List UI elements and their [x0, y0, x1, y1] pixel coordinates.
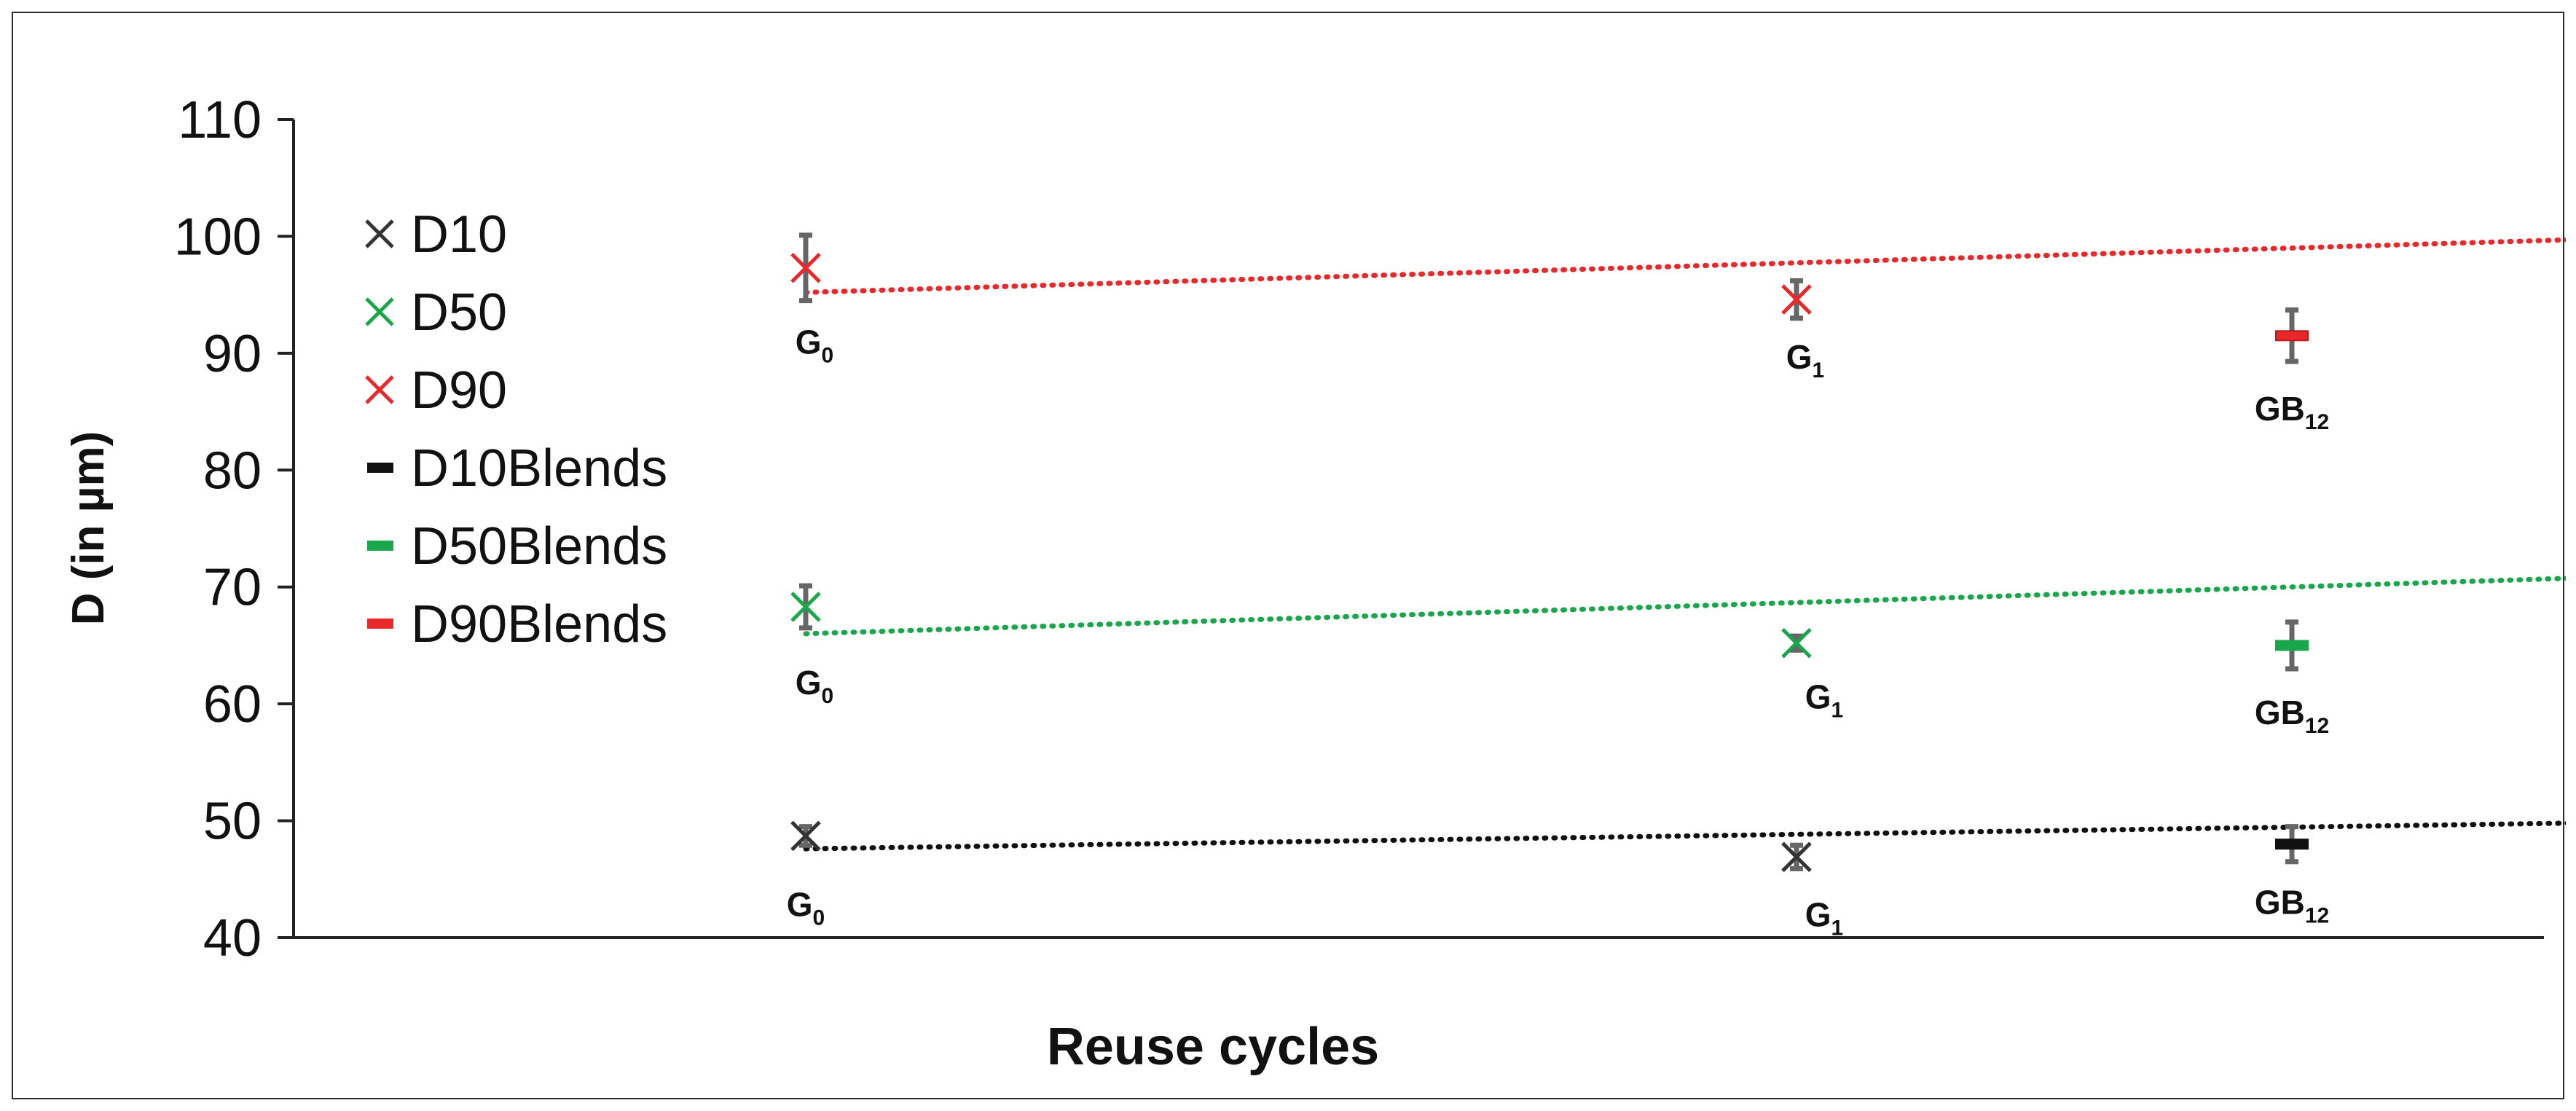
legend-marker-x-icon: [365, 375, 394, 404]
point-d90blends-gb12: [2275, 330, 2309, 342]
trendline-d50: [803, 576, 2566, 637]
legend-label: D50: [411, 283, 507, 342]
y-tick-label: 70: [203, 559, 262, 617]
point-d10-g0: [790, 820, 821, 852]
legend-item-d50: D50: [365, 283, 507, 342]
point-label-g1: G1: [1805, 678, 1843, 723]
scatter-chart: 40 50 60 70 80 90 100 110 D (in µm) Reuse cycle…: [63, 91, 2566, 1076]
x-axis-title: Reuse cycles: [1047, 1018, 1379, 1076]
legend-item-d10: D10: [365, 205, 507, 264]
y-axis-title: D (in µm): [63, 431, 114, 625]
point-label-g1: G1: [1805, 895, 1843, 940]
point-d10-g1: [1781, 841, 1812, 873]
point-label-gb12: GB12: [2255, 694, 2329, 738]
legend-marker-dash-icon: [367, 619, 393, 629]
y-tick-label: 90: [203, 325, 262, 383]
legend-label: D90Blends: [411, 595, 667, 653]
legend-item-d10blends: D10Blends: [367, 439, 667, 498]
trendlines: [803, 237, 2566, 852]
point-d90-g1: [1781, 284, 1812, 315]
y-tick-label: 50: [203, 793, 262, 851]
data-points: [790, 252, 2309, 873]
point-label-g0: G0: [787, 885, 825, 930]
legend-item-d90: D90: [365, 361, 507, 420]
axes: [292, 119, 2544, 939]
y-tick-label: 110: [178, 91, 262, 149]
legend-marker-x-icon: [365, 219, 394, 248]
point-labels: G0G1G2G3G0G1G2G3G0G1G2G3GB12GB13GB23GB12…: [787, 323, 2329, 941]
point-d90-g0: [790, 252, 821, 283]
point-label-g1: G1: [1786, 338, 1824, 382]
legend-label: D10Blends: [411, 439, 667, 498]
point-d10blends-gb12: [2275, 839, 2309, 850]
chart-frame: 40 50 60 70 80 90 100 110 D (in µm) Reuse cycle…: [12, 12, 2566, 1099]
y-tick-label: 40: [203, 909, 262, 967]
point-label-g0: G0: [796, 323, 833, 368]
legend-label: D50Blends: [411, 517, 667, 576]
trendline-d90: [803, 237, 2566, 295]
legend-marker-dash-icon: [367, 541, 393, 551]
point-d50blends-gb12: [2275, 640, 2309, 651]
legend-label: D10: [411, 205, 507, 264]
legend-item-d90blends: D90Blends: [367, 595, 667, 653]
point-label-g0: G0: [796, 664, 833, 708]
legend-label: D90: [411, 361, 507, 420]
y-tick-label: 100: [174, 208, 262, 266]
legend-marker-dash-icon: [367, 463, 393, 473]
point-d50-g0: [790, 592, 821, 622]
y-tick-label: 60: [203, 675, 262, 734]
point-label-gb12: GB12: [2255, 390, 2329, 434]
y-ticks: 40 50 60 70 80 90 100 110: [174, 91, 294, 967]
point-label-gb12: GB12: [2255, 884, 2329, 928]
point-d50-g1: [1781, 627, 1812, 659]
y-tick-label: 80: [203, 441, 262, 500]
legend-item-d50blends: D50Blends: [367, 517, 667, 576]
legend-marker-x-icon: [365, 297, 394, 326]
